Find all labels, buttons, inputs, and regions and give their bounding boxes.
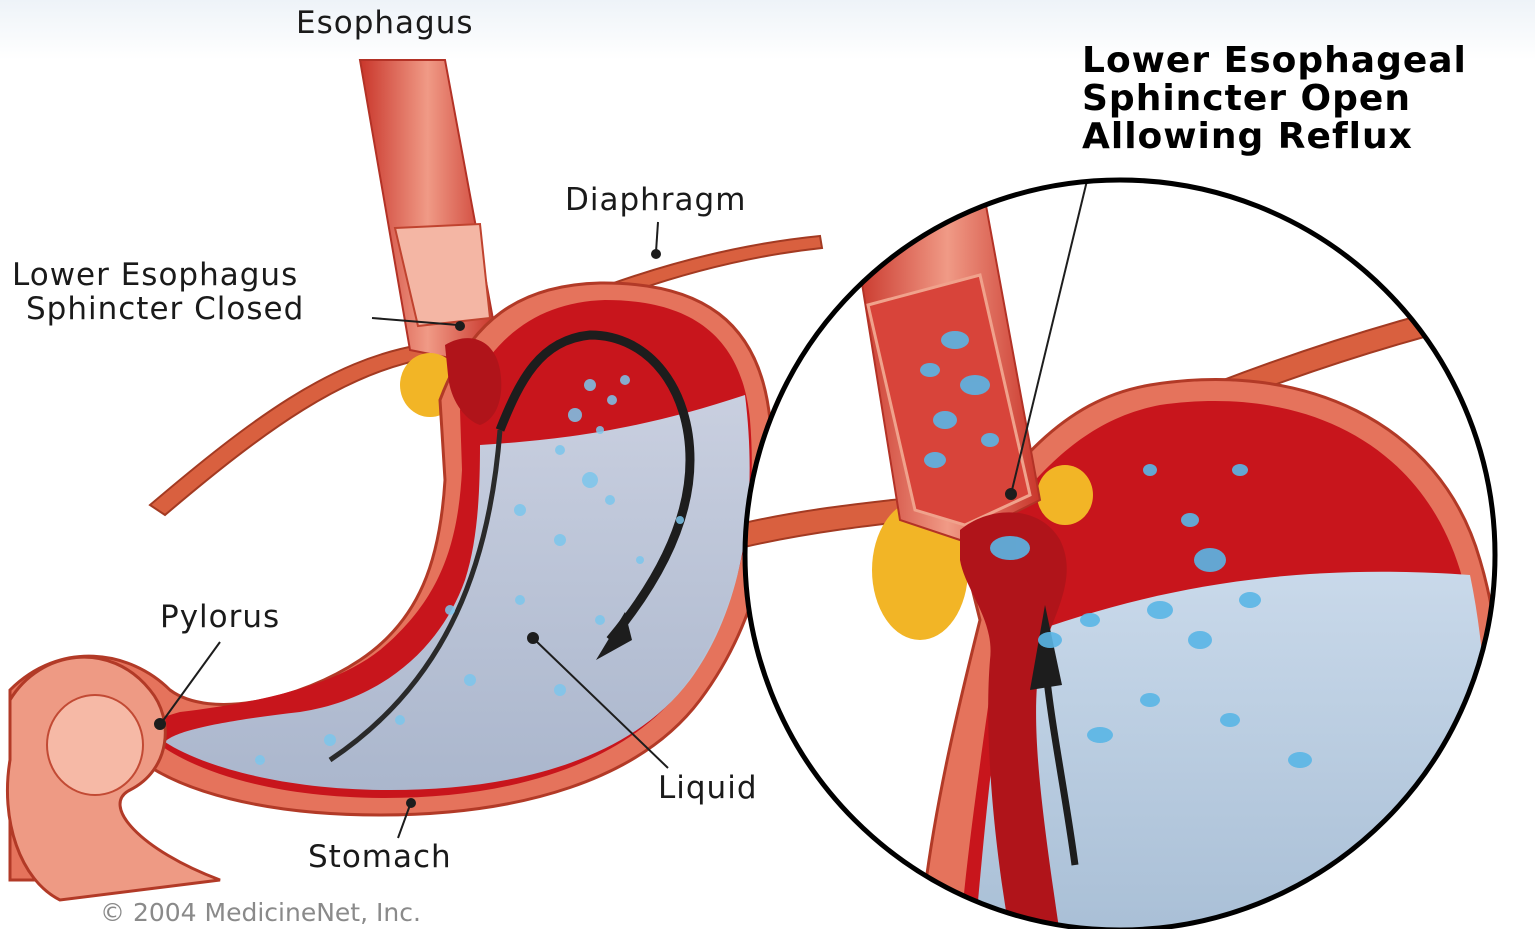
label-les-open-line2: Sphincter Open bbox=[1082, 80, 1467, 118]
label-esophagus: Esophagus bbox=[296, 6, 474, 40]
label-les-open-line3: Allowing Reflux bbox=[1082, 118, 1467, 156]
label-les-open-line1: Lower Esophageal bbox=[1082, 42, 1467, 80]
copyright-notice: © 2004 MedicineNet, Inc. bbox=[100, 898, 421, 927]
label-les-closed-line2: Sphincter Closed bbox=[12, 292, 304, 326]
label-les-closed-line1: Lower Esophagus bbox=[12, 258, 304, 292]
label-les-open: Lower Esophageal Sphincter Open Allowing… bbox=[1082, 42, 1467, 156]
label-diaphragm: Diaphragm bbox=[565, 183, 746, 217]
label-pylorus: Pylorus bbox=[160, 600, 280, 634]
label-liquid: Liquid bbox=[658, 771, 758, 805]
label-les-closed: Lower Esophagus Sphincter Closed bbox=[12, 258, 304, 326]
magnified-view bbox=[735, 160, 1535, 929]
label-stomach: Stomach bbox=[308, 840, 452, 874]
